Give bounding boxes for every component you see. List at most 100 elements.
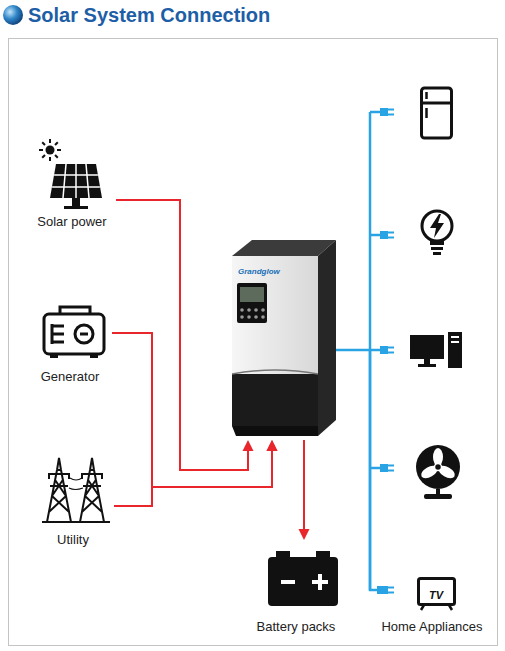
utility-tower-icon xyxy=(80,458,104,522)
plug-symbol xyxy=(388,592,394,594)
connector-line xyxy=(116,200,248,470)
generator-icon xyxy=(50,354,58,358)
plug-symbol xyxy=(388,109,394,111)
bulb-icon xyxy=(430,214,444,238)
battery-icon xyxy=(268,551,338,606)
power-connector xyxy=(112,333,278,487)
sun-icon xyxy=(46,146,55,155)
inverter-device xyxy=(240,315,244,319)
inverter-device xyxy=(247,308,251,312)
node-label: Battery packs xyxy=(257,619,336,635)
plug-symbol xyxy=(380,464,388,472)
inverter-device xyxy=(261,308,265,312)
sun-icon xyxy=(42,155,45,158)
plug-symbol xyxy=(377,586,388,594)
solar-power-node: Solar power xyxy=(28,140,116,232)
plug-symbol xyxy=(380,231,388,239)
battery-icon xyxy=(268,557,338,606)
fan-icon xyxy=(416,445,460,489)
bulb-icon xyxy=(431,247,443,250)
sun-icon xyxy=(55,142,58,145)
sun-icon xyxy=(42,142,45,145)
utility-tower-icon xyxy=(80,458,104,522)
plug-symbol xyxy=(380,108,388,116)
generator-icon xyxy=(52,324,64,344)
sun-icon xyxy=(49,139,51,143)
plug-symbol xyxy=(388,232,394,234)
arrowhead xyxy=(299,529,310,540)
globe-icon xyxy=(3,5,23,25)
generator-icon xyxy=(44,307,104,358)
tv-icon xyxy=(419,579,455,611)
battery-icon xyxy=(318,574,322,590)
label-holder: TV xyxy=(429,585,443,603)
solar-panel-icon xyxy=(75,164,77,198)
generator-icon xyxy=(44,314,104,354)
screen-label: TV xyxy=(429,589,443,601)
fridge-icon xyxy=(425,92,428,99)
fan-icon xyxy=(416,445,460,499)
solar-panel-icon xyxy=(63,164,66,198)
connector-line xyxy=(336,350,377,590)
battery-icon xyxy=(316,551,330,558)
plug-symbol xyxy=(388,347,394,349)
arrowhead xyxy=(267,440,278,451)
solar-panel-icon xyxy=(64,206,88,209)
plug-symbol xyxy=(380,346,388,354)
appliances-node: Home Appliances xyxy=(377,570,487,637)
generator-icon xyxy=(90,354,98,358)
sun-icon xyxy=(57,149,61,151)
computer-icon xyxy=(410,332,462,368)
fridge-icon xyxy=(422,102,452,105)
fan-icon xyxy=(435,464,442,471)
arrowhead xyxy=(243,440,254,451)
fridge-icon xyxy=(422,88,452,138)
connector-line xyxy=(114,449,272,506)
node-label: Solar power xyxy=(37,214,106,230)
battery-node: Battery packs xyxy=(240,540,352,637)
power-connector xyxy=(114,440,278,506)
inverter-device xyxy=(318,240,336,436)
utility-tower-icon xyxy=(69,478,83,490)
bulb-icon xyxy=(422,211,452,255)
inverter-device xyxy=(232,256,318,374)
inverter-device xyxy=(240,287,264,302)
connector-line xyxy=(303,440,305,531)
inverter-device xyxy=(261,315,265,319)
power-connector xyxy=(116,200,254,470)
power-bus-line xyxy=(370,112,381,590)
battery-icon xyxy=(281,580,295,584)
power-connector xyxy=(336,350,377,590)
arrowhead xyxy=(267,440,278,451)
plug-symbol xyxy=(388,587,394,589)
globe-icon xyxy=(3,5,23,25)
node-label: Generator xyxy=(41,369,100,385)
plug-symbol xyxy=(388,237,394,239)
fridge-icon xyxy=(425,108,428,118)
node-label: Home Appliances xyxy=(381,619,482,635)
computer-icon xyxy=(410,335,444,359)
inverter-node: Grandglow xyxy=(230,238,336,440)
panel-border xyxy=(9,39,498,646)
plug-symbol xyxy=(388,114,394,116)
generator-node: Generator xyxy=(28,300,112,387)
fan-icon xyxy=(424,494,452,499)
sun-icon xyxy=(55,155,58,158)
fridge-icon xyxy=(422,88,452,138)
solar-panel-icon xyxy=(52,164,100,198)
power-bus-line xyxy=(370,112,381,590)
page-title: Solar System Connection xyxy=(28,4,270,26)
node-label: Grandglow xyxy=(238,267,280,277)
utility-tower-icon xyxy=(42,458,110,522)
bulb-icon xyxy=(422,211,452,241)
inverter-device xyxy=(240,308,244,312)
bulb-icon xyxy=(433,252,441,255)
computer-icon xyxy=(451,336,459,338)
plug-symbol xyxy=(388,465,394,467)
inverter-device xyxy=(237,283,267,323)
computer-icon xyxy=(448,332,462,368)
inverter-device xyxy=(232,370,318,374)
